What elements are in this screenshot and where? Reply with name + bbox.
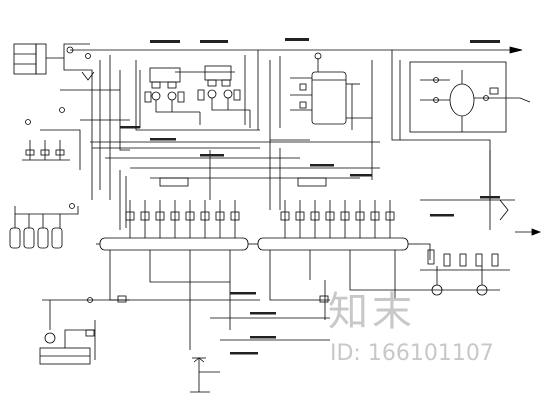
left-valve-cluster (22, 140, 70, 161)
top-arrow-right (509, 46, 523, 54)
top-right-equipment (409, 61, 531, 133)
watermark-logo: 知末 (328, 289, 416, 335)
top-left-equipment (13, 43, 95, 92)
top-right-frame (409, 61, 507, 133)
pressure-vessel (290, 52, 360, 130)
top-left-tank-2 (35, 43, 47, 75)
bottom-left-equipment (39, 299, 100, 365)
manifold-left (96, 200, 258, 270)
watermark-id: ID: 166101107 (330, 341, 494, 366)
pump-group-b (197, 65, 250, 111)
pipe-label-marks (120, 38, 500, 355)
shower-station (190, 357, 220, 393)
top-left-tank (13, 43, 37, 75)
pump-group-a (144, 67, 200, 113)
right-pump-group (420, 249, 510, 296)
gas-cylinder-bank (9, 203, 79, 249)
manifold-right (257, 200, 418, 270)
